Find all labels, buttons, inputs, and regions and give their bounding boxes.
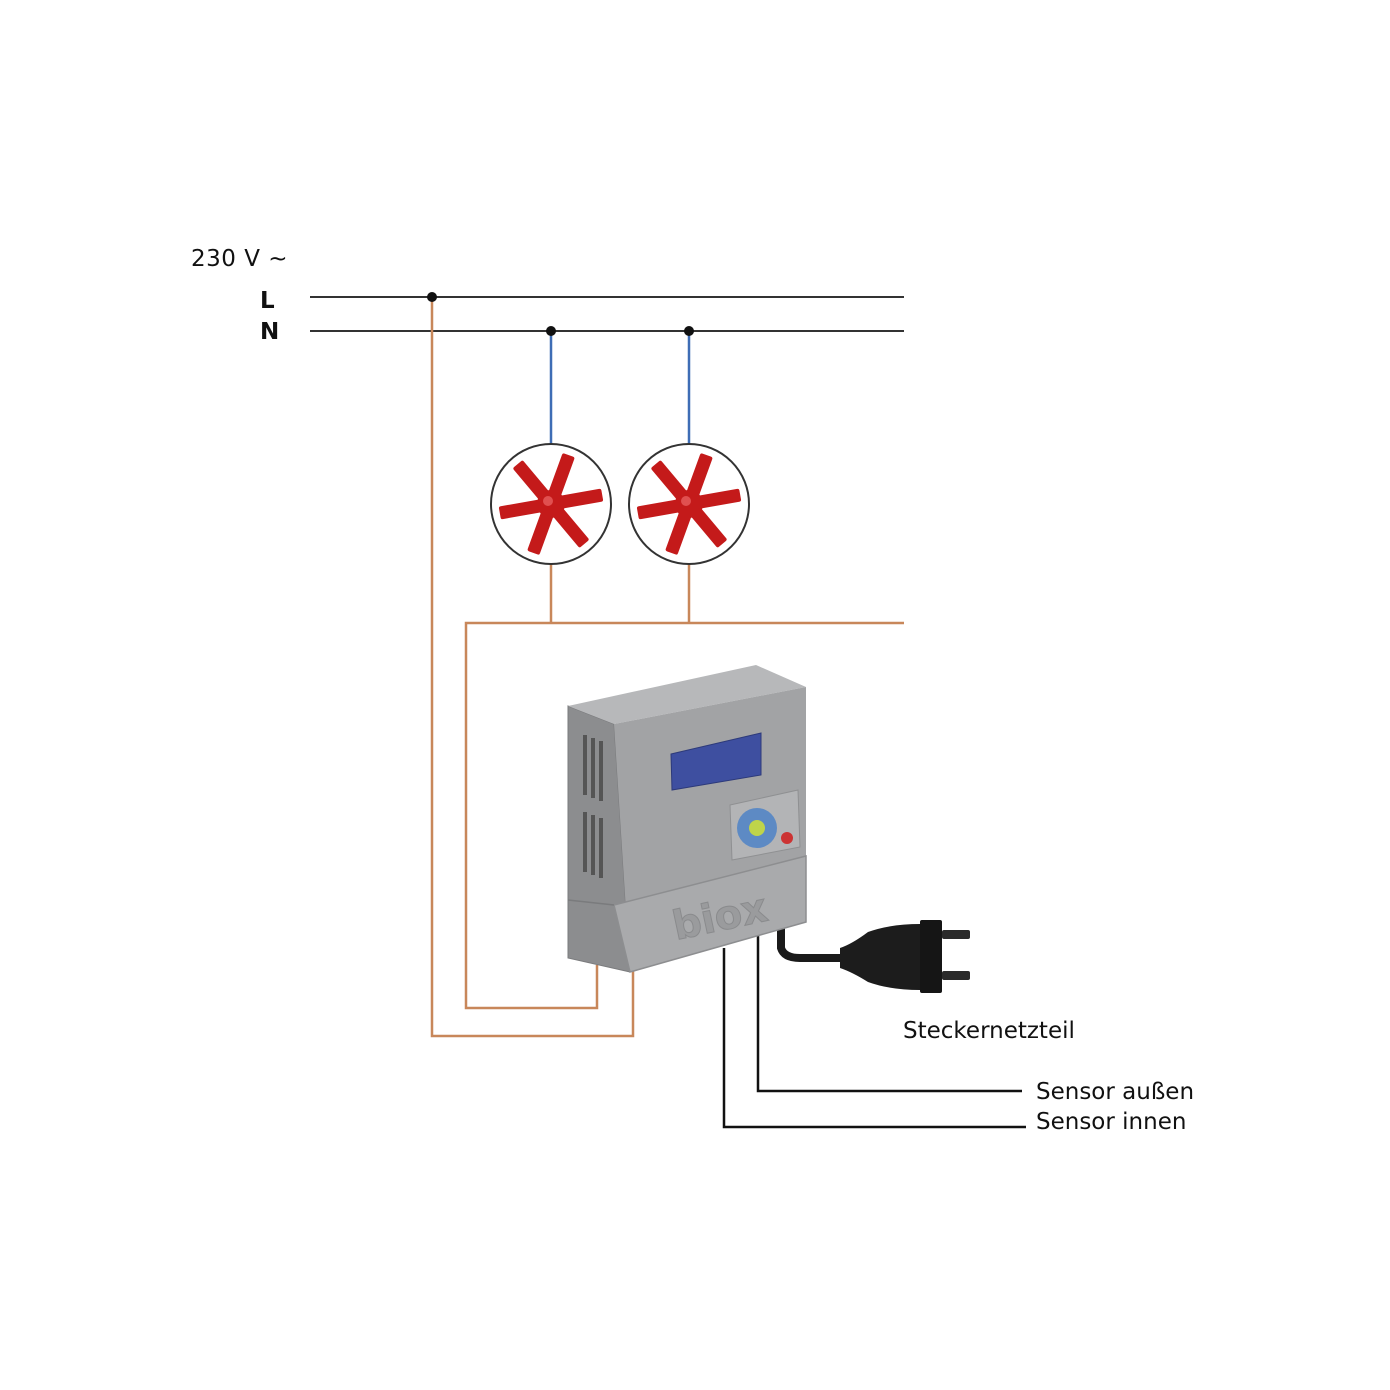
plug (840, 920, 970, 993)
phase-wire-to-controller (430, 297, 635, 1038)
line-label: L (260, 288, 275, 314)
keypad-ok-button (749, 820, 765, 836)
junction-n-fan-1 (546, 326, 556, 336)
junction-l (427, 292, 437, 302)
keypad-stop-button (781, 832, 793, 844)
junction-n-fan-2 (684, 326, 694, 336)
sensor-inside-wire (722, 948, 1026, 1129)
controller: biox (567, 665, 807, 973)
sensor-outside-wire (756, 928, 1022, 1093)
sensor-inside-label: Sensor innen (1036, 1109, 1187, 1135)
fan-1 (490, 443, 612, 565)
switched-output-wire (464, 621, 904, 1010)
power-supply-label: Steckernetzteil (903, 1018, 1075, 1044)
power-supply-cable (777, 920, 849, 962)
controller-logo: biox (669, 885, 772, 950)
fan-2 (628, 443, 750, 565)
controller-display (670, 732, 762, 791)
neutral-label: N (260, 319, 280, 345)
sensor-outside-label: Sensor außen (1036, 1079, 1195, 1105)
supply-voltage-label: 230 V ~ (191, 246, 289, 272)
